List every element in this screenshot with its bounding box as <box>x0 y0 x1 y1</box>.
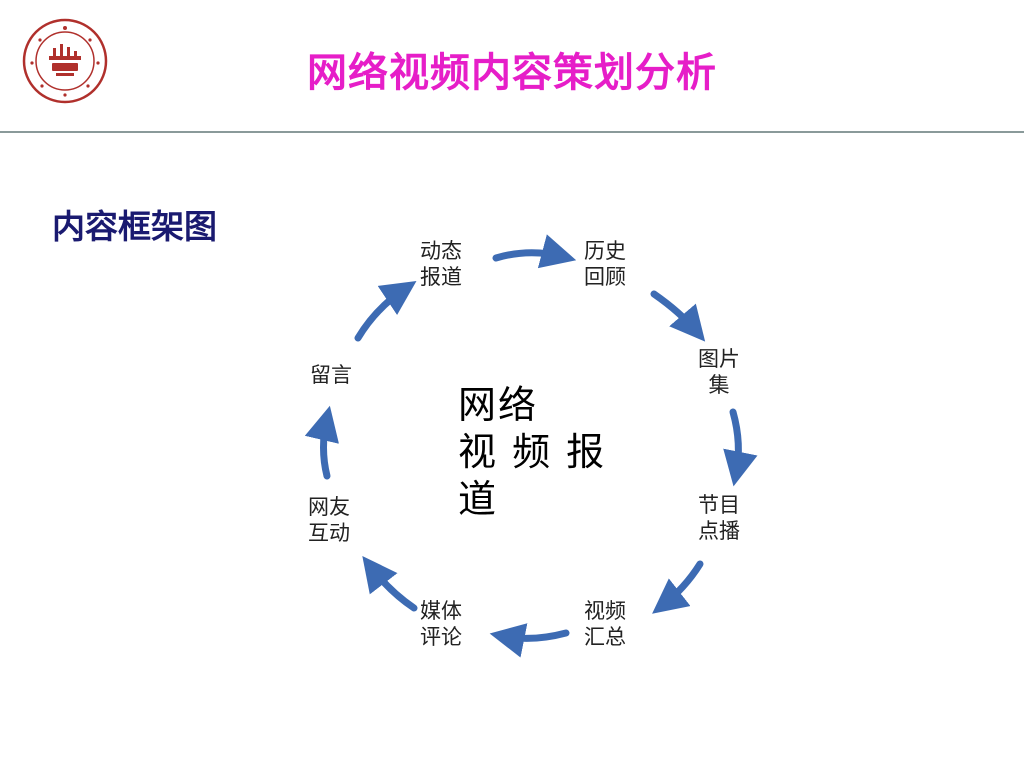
node-netizen-interaction: 网友 互动 <box>308 495 350 545</box>
node-program-on-demand: 节目 点播 <box>698 493 740 543</box>
arrow-netizen-to-message <box>304 405 339 480</box>
arrow-photo-to-program <box>723 408 758 487</box>
section-heading: 内容框架图 <box>52 207 217 246</box>
node-photo-collection: 图片 集 <box>698 347 740 397</box>
node-video-summary: 视频 汇总 <box>584 599 626 649</box>
arrow-summary-to-media <box>489 623 570 658</box>
arrow-message-to-dynamic <box>354 281 417 342</box>
university-seal-logo <box>22 18 108 104</box>
node-media-review: 媒体 评论 <box>420 599 462 649</box>
arrow-history-to-photo <box>650 290 706 342</box>
header-divider <box>0 131 1024 133</box>
arrow-program-to-summary <box>652 560 704 614</box>
slide-title: 网络视频内容策划分析 <box>307 50 717 96</box>
arrow-dynamic-to-history <box>492 234 577 269</box>
arrow-media-to-netizen <box>362 556 418 612</box>
node-dynamic-report: 动态 报道 <box>420 239 462 289</box>
node-history-review: 历史 回顾 <box>584 239 626 289</box>
diagram-center-label: 网络 视 频 报 道 <box>458 383 607 521</box>
node-message: 留言 <box>310 363 352 387</box>
